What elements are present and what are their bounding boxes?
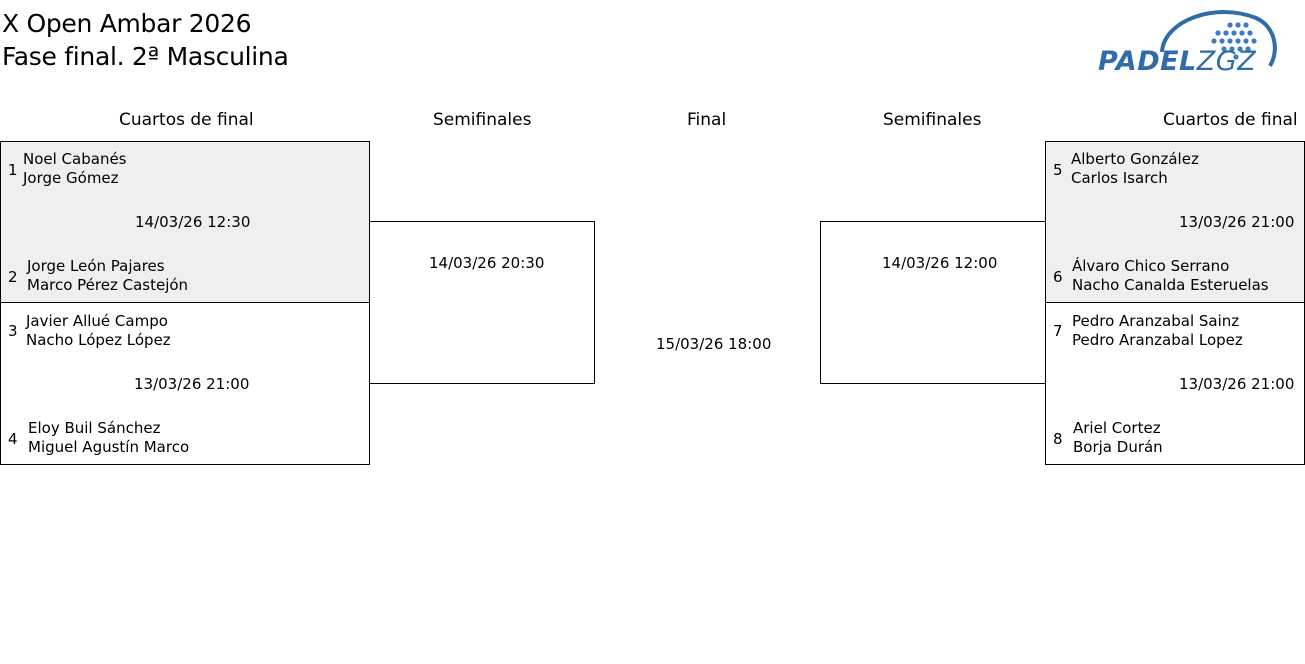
player-name: Nacho López López [26, 331, 171, 349]
team-seed: 6 [1053, 268, 1063, 286]
team-seed: 1 [8, 161, 18, 179]
quarterfinal-match-1: 1 Noel Cabanés Jorge Gómez 14/03/26 12:3… [0, 141, 370, 303]
player-name: Pedro Aranzabal Sainz [1072, 312, 1240, 330]
player-name: Miguel Agustín Marco [28, 438, 190, 456]
player-name: Jorge Gómez [23, 169, 119, 187]
tournament-title: X Open Ambar 2026 [2, 9, 252, 38]
player-name: Javier Allué Campo [26, 312, 168, 330]
padelzgz-logo: PADELZGZ [1098, 8, 1280, 77]
team-seed: 2 [8, 268, 18, 286]
padel-ball-icon [1160, 10, 1277, 67]
player-name: Eloy Buil Sánchez [28, 419, 161, 437]
team-seed: 7 [1053, 322, 1063, 340]
team-seed: 5 [1053, 161, 1063, 179]
player-name: Jorge León Pajares [27, 257, 165, 275]
column-left-semifinals: Semifinales [433, 110, 532, 130]
column-right-semifinals: Semifinales [883, 110, 982, 130]
final-match-datetime: 15/03/26 18:00 [656, 335, 772, 353]
match-datetime: 14/03/26 20:30 [429, 254, 545, 272]
team-seed: 8 [1053, 430, 1063, 448]
quarterfinal-match-4: 7 Pedro Aranzabal Sainz Pedro Aranzabal … [1045, 302, 1305, 465]
match-datetime: 14/03/26 12:30 [135, 213, 251, 231]
match-datetime: 13/03/26 21:00 [134, 375, 250, 393]
player-name: Marco Pérez Castejón [27, 276, 189, 294]
team-seed: 4 [8, 430, 18, 448]
match-datetime: 14/03/26 12:00 [882, 254, 998, 272]
quarterfinal-match-2: 3 Javier Allué Campo Nacho López López 1… [0, 302, 370, 465]
player-name: Noel Cabanés [23, 150, 127, 168]
player-name: Nacho Canalda Esteruelas [1072, 276, 1269, 294]
semifinal-match-1: 14/03/26 20:30 [369, 221, 595, 384]
match-datetime: 13/03/26 21:00 [1179, 213, 1295, 231]
team-seed: 3 [8, 322, 18, 340]
player-name: Carlos Isarch [1071, 169, 1168, 187]
semifinal-match-2: 14/03/26 12:00 [820, 221, 1046, 384]
match-datetime: 13/03/26 21:00 [1179, 375, 1295, 393]
player-name: Pedro Aranzabal Lopez [1072, 331, 1243, 349]
phase-title: Fase final. 2ª Masculina [2, 42, 289, 71]
logo-wordmark: PADELZGZ [1098, 46, 1257, 77]
quarterfinal-match-3: 5 Alberto González Carlos Isarch 13/03/2… [1045, 141, 1305, 303]
player-name: Álvaro Chico Serrano [1072, 257, 1230, 275]
player-name: Alberto González [1071, 150, 1199, 168]
player-name: Borja Durán [1073, 438, 1163, 456]
player-name: Ariel Cortez [1073, 419, 1161, 437]
column-left-quarterfinals: Cuartos de final [119, 110, 254, 130]
column-final: Final [687, 110, 727, 130]
column-right-quarterfinals: Cuartos de final [1163, 110, 1298, 130]
